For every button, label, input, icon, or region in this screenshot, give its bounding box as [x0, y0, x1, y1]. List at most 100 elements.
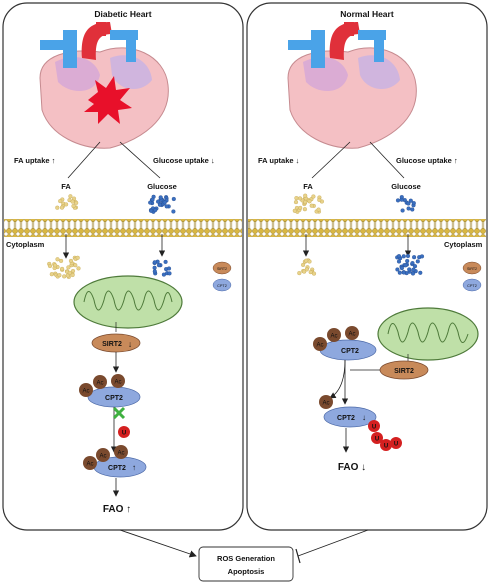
molecule-dot	[70, 199, 75, 204]
fa-molecules-outside	[292, 193, 324, 214]
molecule-dot	[55, 257, 60, 262]
apoptosis-label: Apoptosis	[228, 567, 265, 576]
molecule-dot	[150, 197, 155, 202]
ubiquitin-icon: U	[118, 426, 130, 438]
molecule-dot	[68, 194, 73, 199]
molecule-dot	[412, 264, 418, 269]
molecule-dot	[68, 258, 74, 263]
fao-label: FAO ↓	[338, 462, 366, 473]
molecule-dot	[297, 271, 302, 276]
molecule-dot	[395, 267, 400, 272]
molecule-dot	[302, 207, 307, 212]
molecule-dot	[401, 270, 406, 275]
molecule-dot	[412, 255, 417, 260]
fa-label: FA	[61, 182, 71, 191]
ros-generation-label: ROS Generation	[217, 554, 275, 563]
molecule-dot	[408, 198, 413, 203]
cpt2-bottom-label: CPT2	[337, 415, 355, 422]
molecule-dot	[153, 208, 158, 213]
svg-text:Ac: Ac	[96, 381, 103, 387]
molecule-dot	[149, 208, 154, 213]
glucose-uptake-label: Glucose uptake ↑	[396, 156, 458, 165]
ac-group: Ac	[114, 445, 128, 459]
molecule-dot	[395, 198, 401, 203]
molecule-dot	[406, 206, 411, 211]
molecule-dot	[405, 258, 410, 264]
cell-membrane	[4, 219, 242, 237]
molecule-dot	[399, 195, 404, 200]
molecule-dot	[303, 199, 308, 205]
cpt2-top-label: CPT2	[341, 348, 359, 355]
molecule-dot	[292, 208, 297, 213]
molecule-dot	[59, 205, 65, 210]
ac-group: Ac	[327, 328, 341, 342]
molecule-dot	[309, 203, 314, 208]
molecule-dot	[297, 196, 303, 201]
molecule-dot	[75, 255, 80, 260]
deacetylated-cpt2	[323, 406, 377, 428]
ac-group: Ac	[96, 448, 110, 462]
molecule-dot	[73, 263, 78, 268]
cpt2-legend-label: CPT2	[467, 284, 477, 288]
molecule-dot	[399, 266, 404, 271]
normal-heart-panel: Normal Heart FA uptake ↓ Glucose uptake …	[246, 2, 488, 531]
diabetic-heart-title: Diabetic Heart	[94, 9, 151, 19]
sirt2-label: SIRT2	[394, 368, 414, 375]
molecule-dot	[304, 267, 309, 272]
molecule-dot	[161, 272, 166, 277]
molecule-dot	[47, 263, 53, 269]
ac-group: Ac	[83, 456, 97, 470]
molecule-dot	[156, 263, 162, 268]
ac-group: Ac	[79, 383, 93, 397]
svg-text:Ac: Ac	[322, 401, 329, 407]
molecule-dot	[403, 263, 408, 268]
molecule-dot	[405, 253, 411, 259]
diabetic-heart-illustration	[39, 22, 169, 149]
glucose-molecules-outside	[148, 194, 176, 214]
molecule-dot	[294, 196, 299, 201]
molecule-dot	[293, 200, 299, 205]
molecule-dot	[58, 199, 63, 204]
fa-uptake-label: FA uptake ↓	[258, 156, 299, 165]
ac-group: Ac	[93, 375, 107, 389]
molecule-dot	[419, 254, 425, 259]
molecule-dot	[162, 200, 167, 205]
molecule-dot	[53, 263, 58, 268]
normal-heart-title: Normal Heart	[340, 9, 394, 19]
molecule-dot	[59, 258, 64, 263]
glucose-molecules-inside	[395, 253, 425, 276]
molecule-dot	[64, 202, 69, 207]
molecule-dot	[302, 269, 307, 274]
glucose-label: Glucose	[391, 182, 421, 191]
sirt2-legend-icon	[462, 261, 482, 275]
molecule-dot	[411, 267, 416, 272]
molecule-dot	[396, 259, 402, 264]
fa-label: FA	[303, 182, 313, 191]
ac-group: Ac	[111, 374, 125, 388]
molecule-dot	[60, 266, 65, 271]
sirt2-legend-label: SIRT2	[217, 267, 227, 271]
glucose-molecules-outside	[395, 195, 416, 213]
outcome-box	[198, 546, 294, 582]
molecule-dot	[301, 262, 306, 267]
svg-text:Ac: Ac	[99, 454, 106, 460]
svg-text:U: U	[394, 442, 398, 448]
svg-text:U: U	[384, 444, 388, 450]
sirt2-legend-label: SIRT2	[467, 267, 477, 271]
svg-text:Ac: Ac	[114, 380, 121, 386]
cpt2-legend-icon	[212, 278, 232, 292]
fa-molecules-inside	[297, 258, 317, 276]
molecule-dot	[66, 265, 71, 270]
molecule-dot	[148, 200, 153, 205]
molecule-dot	[167, 271, 172, 276]
molecule-dot	[406, 201, 411, 206]
molecule-dot	[401, 254, 406, 259]
molecule-dot	[152, 265, 157, 270]
cpt2-bottom-label: CPT2	[108, 465, 126, 472]
cell-membrane	[248, 219, 486, 237]
molecule-dot	[418, 270, 423, 275]
molecule-dot	[400, 208, 405, 213]
molecule-dot	[163, 259, 168, 264]
molecule-dot	[411, 201, 416, 206]
